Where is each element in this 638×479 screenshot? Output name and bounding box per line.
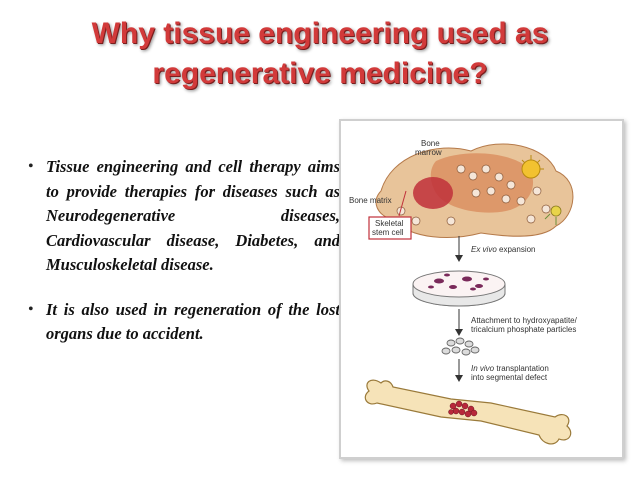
label-ex-vivo: Ex vivo expansion — [471, 245, 536, 254]
label-attachment-2: tricalcium phosphate particles — [471, 325, 576, 334]
arrow-down-icon — [455, 236, 463, 262]
figure-illustration: Bone marrow Bone matrix Skeletal stem ce… — [349, 139, 578, 445]
skeletal-stem-cell-box — [368, 216, 412, 240]
bullet-text: Tissue engineering and cell therapy aims… — [46, 157, 340, 274]
bullet-item: • It is also used in regeneration of the… — [28, 298, 340, 347]
title-line-2: regenerative medicine? — [152, 57, 488, 90]
bone-illustration — [364, 379, 572, 445]
petri-dish-illustration — [412, 270, 506, 307]
label-skeletal-2: stem cell — [372, 228, 404, 237]
label-in-vivo: In vivo transplantation — [471, 364, 549, 373]
bullet-item: • Tissue engineering and cell therapy ai… — [28, 155, 340, 278]
bullet-text: It is also used in regeneration of the l… — [46, 299, 340, 344]
label-skeletal-1: Skeletal — [375, 219, 404, 228]
bullet-marker: • — [28, 300, 34, 318]
arrow-down-icon — [455, 359, 463, 382]
arrow-down-icon — [455, 309, 463, 336]
particles-illustration — [441, 337, 480, 356]
title-line-1: Why tissue engineering used as — [91, 17, 549, 50]
label-bone-marrow-1: Bone — [421, 139, 440, 148]
slide-title: Why tissue engineering used as regenerat… — [40, 14, 600, 94]
bullet-list: • Tissue engineering and cell therapy ai… — [28, 155, 340, 367]
tissue-engineering-figure: Bone marrow Bone matrix Skeletal stem ce… — [339, 119, 624, 459]
bullet-marker: • — [28, 158, 34, 175]
label-attachment-1: Attachment to hydroxyapatite/ — [471, 316, 578, 325]
label-bone-marrow-2: marrow — [415, 148, 442, 157]
label-bone-matrix: Bone matrix — [349, 196, 392, 205]
bone-marrow-illustration — [375, 143, 574, 238]
label-in-vivo-2: into segmental defect — [471, 373, 548, 382]
